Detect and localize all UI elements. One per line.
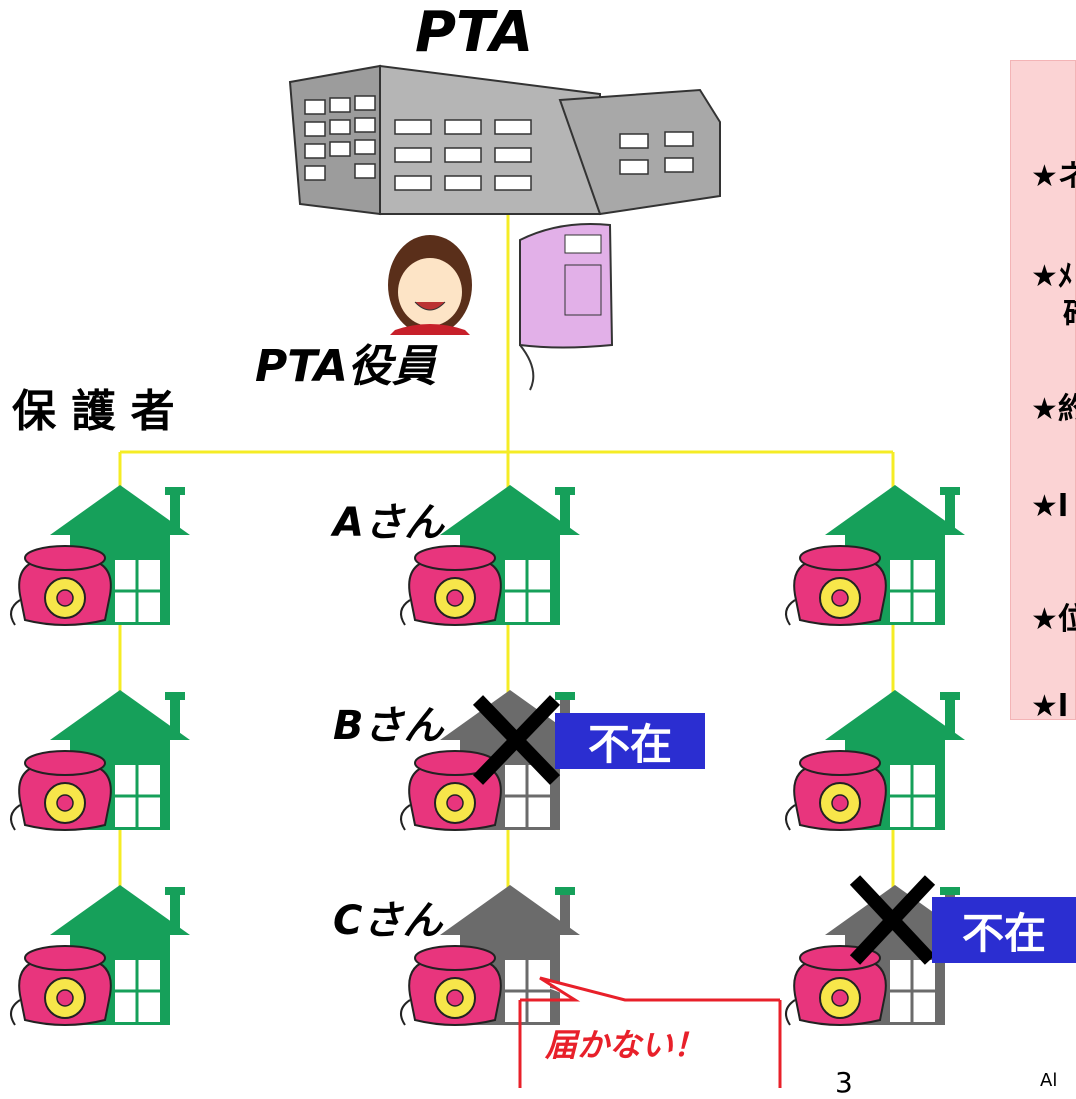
house-row2-col1 (10, 688, 192, 832)
callout-pointer (518, 976, 782, 1088)
absent-x-mark-b (472, 695, 561, 785)
page-title: PTA (415, 0, 534, 65)
panel-star-3: ★約 (1031, 392, 1076, 427)
name-a: Aさん (333, 500, 444, 546)
notes-panel: ★ネ ★ﾒ 確 ★約 ★l ★位 ★l (1010, 60, 1076, 724)
guardians-label: 保 護 者 (12, 386, 175, 437)
officer-label: PTA役員 (255, 341, 436, 392)
panel-star-4: ★l (1031, 489, 1069, 524)
page-number: 3 (835, 1066, 853, 1099)
house-row1-col3 (785, 483, 967, 627)
footer-fragment: Al (1040, 1070, 1058, 1091)
wall-phone-icon (519, 223, 614, 391)
house-row2-col3 (785, 688, 967, 832)
officer-avatar (388, 235, 472, 335)
callout-text: 届かない！ (545, 1026, 706, 1064)
panel-star-1: ★ネ (1031, 159, 1076, 194)
absent-badge-b: 不在 (555, 713, 705, 769)
absent-x-mark-row3 (849, 875, 936, 965)
school-building (288, 64, 721, 216)
name-b: Bさん (333, 703, 444, 749)
name-c: Cさん (333, 898, 443, 944)
house-row1-col1 (10, 483, 192, 627)
panel-star-2: ★ﾒ (1031, 259, 1073, 294)
panel-star-5: ★位 (1031, 602, 1076, 637)
panel-star-6: ★l (1031, 689, 1069, 724)
absent-badge-row3: 不在 (932, 897, 1076, 963)
house-row3-col1 (10, 883, 192, 1027)
panel-star-2b: 確 (1063, 289, 1076, 333)
